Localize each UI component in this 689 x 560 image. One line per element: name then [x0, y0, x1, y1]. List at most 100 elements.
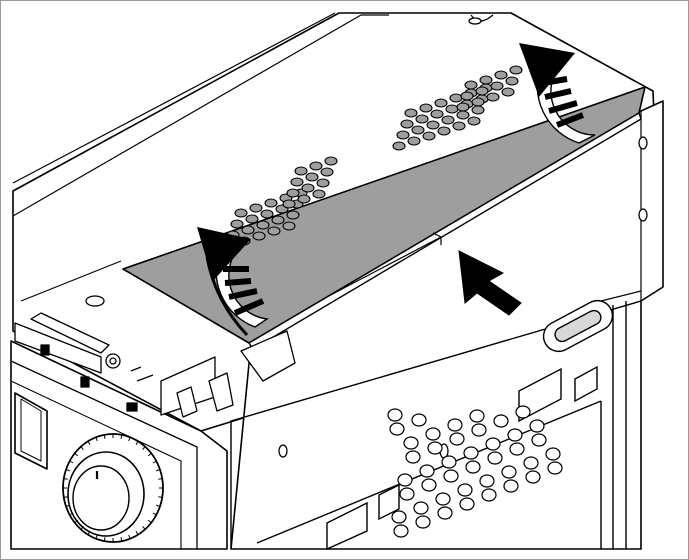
vent-hole — [509, 65, 523, 75]
vent-hole — [415, 515, 431, 529]
vent-hole — [460, 91, 474, 101]
vent-hole — [471, 423, 487, 437]
vent-hole — [267, 226, 281, 236]
vent-hole — [264, 198, 278, 208]
vent-hole — [435, 492, 451, 506]
vent-hole — [391, 510, 407, 524]
side-wall-slots — [326, 299, 614, 551]
vent-hole — [486, 92, 500, 102]
vent-hole — [525, 470, 541, 484]
vent-hole — [245, 214, 259, 224]
vent-hole — [523, 456, 539, 470]
vent-hole — [286, 188, 300, 198]
vent-hole — [312, 189, 326, 199]
vent-hole — [465, 460, 481, 474]
vent-hole — [490, 81, 504, 91]
vent-hole — [463, 446, 479, 460]
vent-hole — [400, 119, 414, 129]
vent-hole — [426, 120, 440, 130]
vent-hole — [397, 473, 413, 487]
vent-hole — [531, 433, 547, 447]
vent-hole — [485, 437, 501, 451]
vent-hole — [475, 86, 489, 96]
vent-hole — [445, 104, 459, 114]
vent-hole — [434, 98, 448, 108]
vent-hole — [441, 455, 457, 469]
vent-hole — [392, 141, 406, 151]
chassis-top-edges — [12, 12, 494, 302]
vent-hole — [479, 474, 495, 488]
vent-hole — [407, 136, 421, 146]
vent-hole — [404, 108, 418, 118]
vent-hole — [411, 413, 427, 427]
vent-hole — [501, 465, 517, 479]
vent-hole — [507, 428, 523, 442]
vent-hole — [547, 461, 563, 475]
vent-hole — [441, 115, 455, 125]
vent-hole — [415, 114, 429, 124]
cover-vent-holes — [222, 65, 523, 251]
vent-hole — [467, 116, 481, 126]
vent-hole — [405, 450, 421, 464]
vent-hole — [449, 93, 463, 103]
vent-hole — [387, 408, 403, 422]
vent-hole — [469, 409, 485, 423]
vent-hole — [234, 208, 248, 218]
vent-hole — [320, 167, 334, 177]
latch-details — [14, 312, 296, 418]
vent-hole — [471, 97, 485, 107]
vent-hole — [249, 203, 263, 213]
vent-hole — [252, 231, 266, 241]
vent-hole — [449, 432, 465, 446]
vent-hole — [515, 405, 531, 419]
vent-hole — [505, 76, 519, 86]
vent-hole — [403, 436, 419, 450]
vent-hole — [241, 225, 255, 235]
vent-hole — [457, 483, 473, 497]
vent-hole — [282, 199, 296, 209]
vent-hole — [260, 209, 274, 219]
vent-hole — [399, 487, 415, 501]
vent-hole — [389, 422, 405, 436]
vent-hole — [529, 419, 545, 433]
vent-hole — [286, 210, 300, 220]
vent-hole — [493, 414, 509, 428]
vent-hole — [282, 221, 296, 231]
vent-hole — [503, 479, 519, 493]
vent-hole — [411, 125, 425, 135]
vent-hole — [487, 451, 503, 465]
vent-hole — [427, 441, 443, 455]
vent-hole — [494, 70, 508, 80]
vent-hole — [301, 183, 315, 193]
vent-hole — [481, 488, 497, 502]
vent-hole — [271, 215, 285, 225]
vent-hole — [256, 220, 270, 230]
vent-hole — [421, 478, 437, 492]
mounting-holes — [85, 17, 648, 459]
vent-hole — [297, 194, 311, 204]
slide-arrow-icon — [458, 250, 522, 316]
vent-hole — [456, 102, 470, 112]
lower-vent-holes — [387, 405, 563, 538]
vent-hole — [419, 103, 433, 113]
curved-lift-arrow-icon — [519, 43, 596, 144]
vent-hole — [309, 161, 323, 171]
vent-hole — [447, 418, 463, 432]
vent-hole — [479, 75, 493, 85]
vent-hole — [437, 126, 451, 136]
vent-hole — [509, 442, 525, 456]
vent-hole — [230, 219, 244, 229]
vent-hole — [464, 80, 478, 90]
vent-hole — [545, 447, 561, 461]
vent-hole — [290, 177, 304, 187]
vent-hole — [393, 524, 409, 538]
vent-hole — [324, 156, 338, 166]
vent-hole — [501, 87, 515, 97]
vent-hole — [396, 130, 410, 140]
vent-hole — [452, 121, 466, 131]
vent-hole — [456, 110, 470, 120]
vent-hole — [459, 497, 475, 511]
curved-lift-arrow-icon — [197, 227, 269, 337]
